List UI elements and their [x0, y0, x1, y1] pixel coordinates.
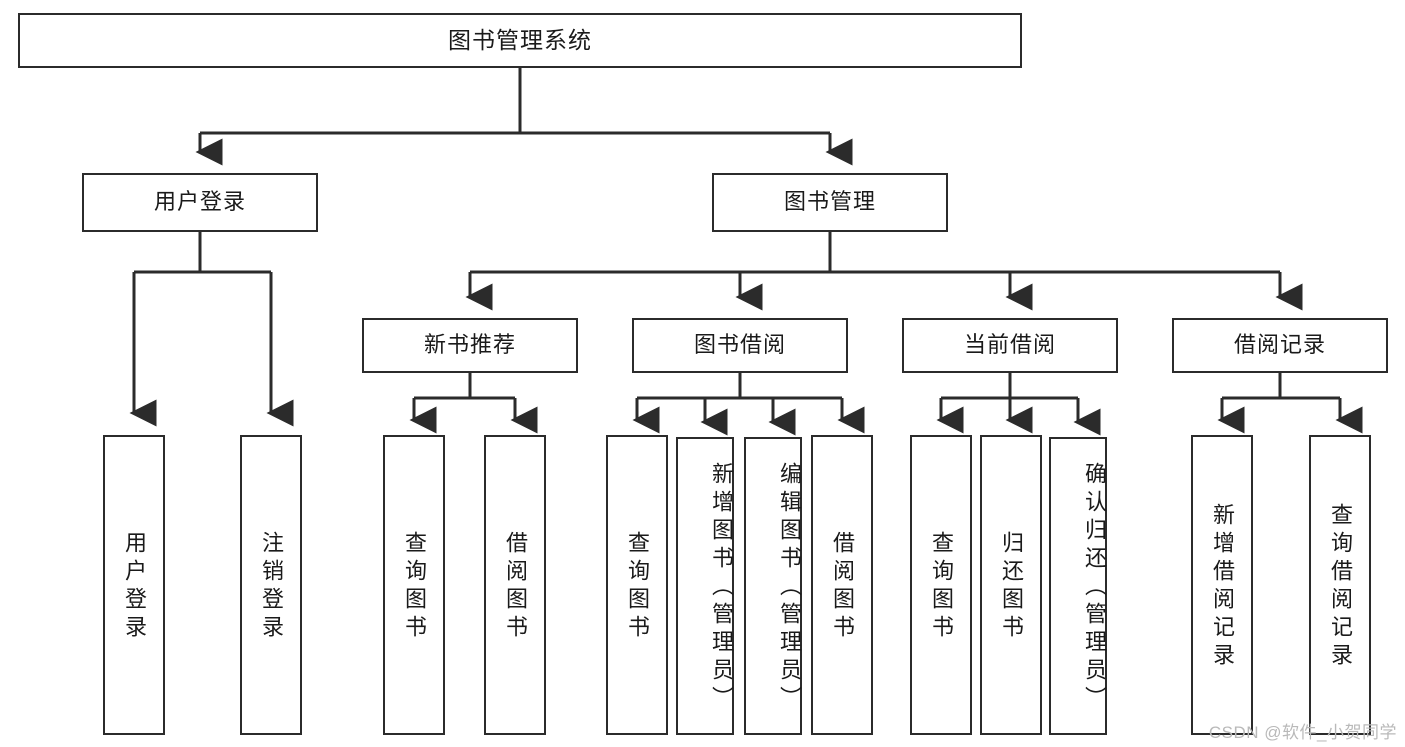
node-label: 新书推荐: [423, 332, 516, 358]
node-leaf-query-borrow-record[interactable]: 查询借阅记录: [1309, 435, 1371, 735]
node-label: 用户登录: [153, 189, 246, 215]
node-label: 编辑图书（管理员）: [777, 462, 802, 714]
node-leaf-logout[interactable]: 注销登录: [240, 435, 302, 735]
node-leaf-query-book-borrow[interactable]: 查询图书: [606, 435, 668, 735]
node-leaf-add-book-admin[interactable]: 新增图书（管理员）: [676, 437, 734, 735]
node-label: 注销登录: [259, 531, 284, 643]
node-label: 图书管理: [783, 189, 876, 215]
node-leaf-borrow-book-recommend[interactable]: 借阅图书: [484, 435, 546, 735]
node-leaf-add-borrow-record[interactable]: 新增借阅记录: [1191, 435, 1253, 735]
node-leaf-query-book-recommend[interactable]: 查询图书: [383, 435, 445, 735]
node-leaf-borrow-book[interactable]: 借阅图书: [811, 435, 873, 735]
node-new-book-recommend[interactable]: 新书推荐: [362, 318, 578, 373]
node-label: 新增图书（管理员）: [709, 462, 734, 714]
node-label: 新增借阅记录: [1210, 503, 1235, 671]
node-label: 查询图书: [929, 531, 954, 643]
node-label: 用户登录: [122, 531, 147, 643]
node-leaf-edit-book-admin[interactable]: 编辑图书（管理员）: [744, 437, 802, 735]
node-leaf-confirm-return-admin[interactable]: 确认归还（管理员）: [1049, 437, 1107, 735]
node-label: 当前借阅: [963, 332, 1056, 358]
node-label: 查询借阅记录: [1328, 503, 1353, 671]
node-label: 借阅记录: [1233, 332, 1326, 358]
node-leaf-user-login[interactable]: 用户登录: [103, 435, 165, 735]
node-book-management[interactable]: 图书管理: [712, 173, 948, 232]
node-current-borrow[interactable]: 当前借阅: [902, 318, 1118, 373]
watermark: CSDN @软件_小贺同学: [1208, 723, 1397, 742]
node-label: 图书管理系统: [448, 26, 592, 53]
node-leaf-query-book-current[interactable]: 查询图书: [910, 435, 972, 735]
node-label: 借阅图书: [503, 531, 528, 643]
node-label: 查询图书: [402, 531, 427, 643]
node-borrow-records[interactable]: 借阅记录: [1172, 318, 1388, 373]
node-label: 查询图书: [625, 531, 650, 643]
node-label: 归还图书: [999, 531, 1024, 643]
node-root-system[interactable]: 图书管理系统: [18, 13, 1022, 68]
node-user-login[interactable]: 用户登录: [82, 173, 318, 232]
node-book-borrow[interactable]: 图书借阅: [632, 318, 848, 373]
node-leaf-return-book[interactable]: 归还图书: [980, 435, 1042, 735]
node-label: 借阅图书: [830, 531, 855, 643]
node-label: 图书借阅: [693, 332, 786, 358]
node-label: 确认归还（管理员）: [1082, 462, 1107, 714]
